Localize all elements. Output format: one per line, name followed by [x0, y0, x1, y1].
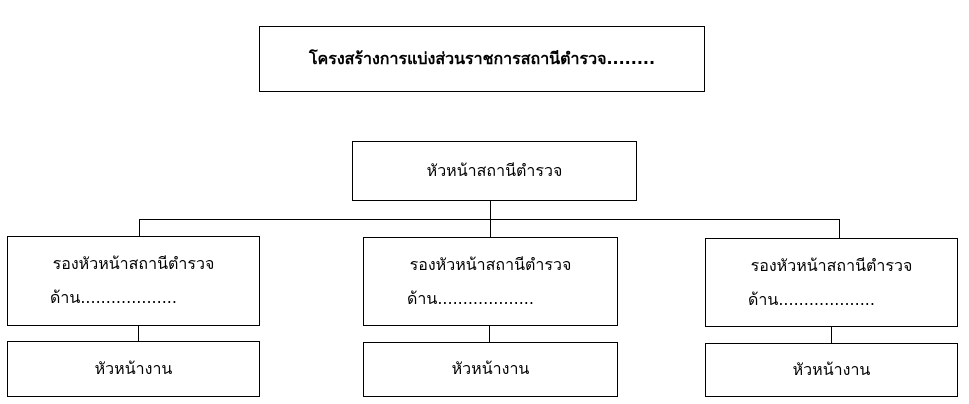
connector-section-1 — [138, 325, 139, 342]
deputy-box-2: รองหัวหน้าสถานีตำรวจด้าน................… — [363, 237, 618, 326]
deputy-field: ด้าน................... — [407, 288, 534, 308]
connector-left — [139, 219, 140, 237]
section-text: หัวหน้างาน — [792, 359, 871, 379]
connector-section-2 — [489, 325, 490, 343]
deputy-field: ด้าน................... — [50, 288, 177, 307]
section-box-2: หัวหน้างาน — [363, 342, 618, 397]
title-box: โครงสร้างการแบ่งส่วนราชการสถานีตำรวจ....… — [259, 26, 705, 92]
deputy-field: ด้าน................... — [748, 289, 875, 309]
section-text: หัวหน้างาน — [94, 358, 173, 378]
deputy-title: รองหัวหน้าสถานีตำรวจ — [409, 254, 572, 274]
deputy-box-3: รองหัวหน้าสถานีตำรวจด้าน................… — [705, 238, 958, 327]
section-box-1: หัวหน้างาน — [7, 341, 260, 397]
deputy-title: รองหัวหน้าสถานีตำรวจ — [750, 255, 913, 275]
connector-horizontal — [139, 219, 840, 220]
head-box: หัวหน้าสถานีตำรวจ — [352, 141, 637, 201]
head-text: หัวหน้าสถานีตำรวจ — [426, 160, 563, 180]
section-box-3: หัวหน้างาน — [705, 343, 958, 397]
deputy-box-1: รองหัวหน้าสถานีตำรวจด้าน................… — [7, 236, 260, 326]
title-text: โครงสร้างการแบ่งส่วนราชการสถานีตำรวจ....… — [308, 48, 656, 68]
section-text: หัวหน้างาน — [451, 359, 530, 378]
deputy-title: รองหัวหน้าสถานีตำรวจ — [52, 254, 215, 273]
connector-section-3 — [831, 326, 832, 344]
connector-right — [839, 219, 840, 239]
